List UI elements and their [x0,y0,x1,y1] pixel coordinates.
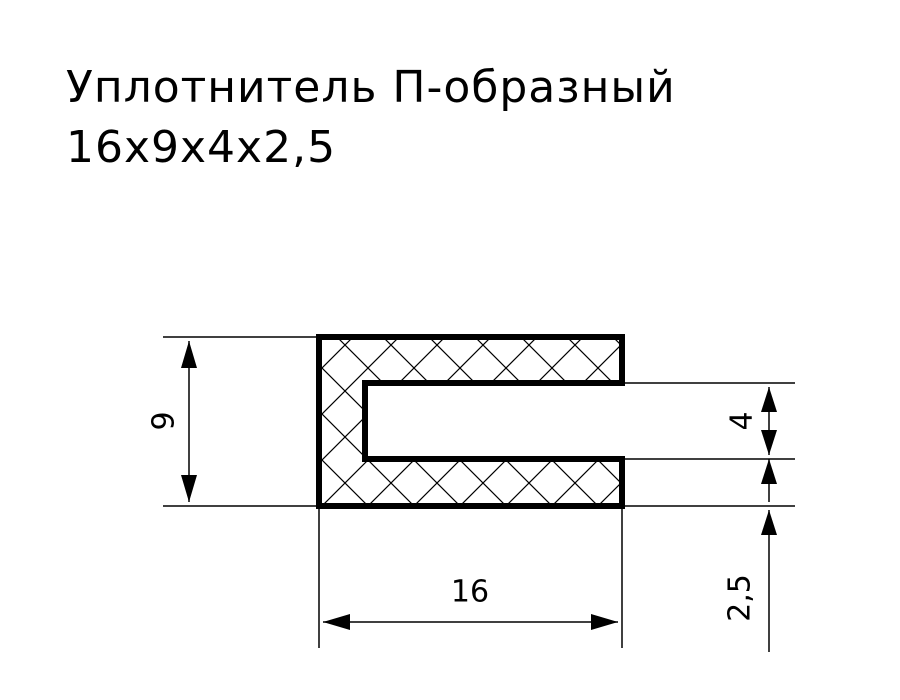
lip-value: 2,5 [723,574,758,622]
arrow-up-icon [761,387,777,412]
lip-dimension: 2,5 [723,459,777,652]
gap-value: 4 [725,411,760,430]
arrow-up-icon [761,459,777,484]
arrow-up-icon [181,341,197,368]
arrow-up-icon [761,510,777,535]
height-dimension: 9 [147,341,197,502]
arrow-left-icon [323,614,350,630]
title-line-1: Уплотнитель П-образный [66,62,676,113]
arrow-right-icon [591,614,618,630]
title-line-2: 16x9x4x2,5 [66,122,337,173]
drawing-title: Уплотнитель П-образный 16x9x4x2,5 [66,58,676,178]
seal-profile-section [316,334,625,509]
height-value: 9 [147,411,182,430]
gap-dimension: 4 [725,387,777,455]
arrow-down-icon [181,475,197,502]
width-value: 16 [451,575,489,610]
extension-lines [163,336,795,648]
width-dimension: 16 [323,575,618,630]
arrow-down-icon [761,430,777,455]
